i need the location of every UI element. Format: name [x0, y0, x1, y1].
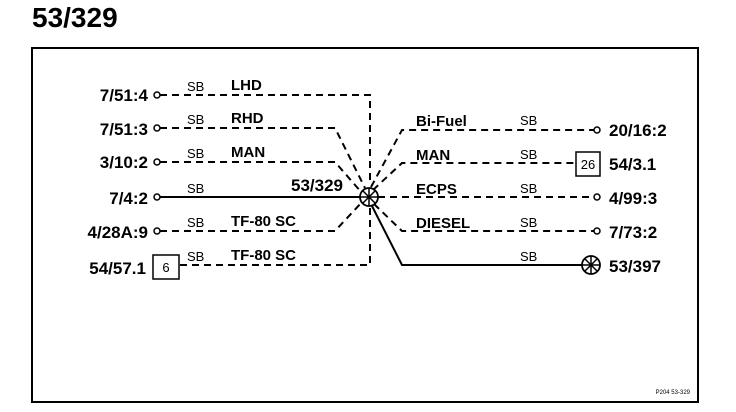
- page-title: 53/329: [32, 2, 118, 33]
- wire-code: SB: [187, 146, 204, 161]
- wire-tag: TF-80 SC: [231, 247, 296, 264]
- splice-icon: [359, 187, 379, 207]
- terminal-icon: [153, 91, 161, 99]
- connector-box-number: 6: [162, 260, 169, 275]
- wire-tag: ECPS: [416, 181, 457, 198]
- right-endpoint-label: 7/73:2: [609, 223, 657, 242]
- wire-tag: MAN: [416, 147, 450, 164]
- right-endpoint-label: 54/3.1: [609, 155, 656, 174]
- wire-code: SB: [520, 113, 537, 128]
- reference-code: P204 53-329: [656, 390, 691, 396]
- wire-line: [372, 162, 575, 191]
- wire-code: SB: [187, 79, 204, 94]
- wire-line: [160, 201, 363, 232]
- wire-tag: MAN: [231, 144, 265, 161]
- wire-code: SB: [187, 215, 204, 230]
- left-endpoint-label: 7/51:4: [100, 86, 149, 105]
- right-endpoint-label: 20/16:2: [609, 121, 667, 140]
- terminal-icon: [153, 158, 161, 166]
- wire-line: [180, 208, 371, 266]
- wire-tag: DIESEL: [416, 215, 470, 232]
- wire-code: SB: [187, 249, 204, 264]
- left-endpoint-label: 3/10:2: [100, 153, 148, 172]
- wire-tag: Bi-Fuel: [416, 113, 467, 130]
- right-endpoint-label: 4/99:3: [609, 189, 657, 208]
- wire-code: SB: [520, 215, 537, 230]
- wire-tag: LHD: [231, 77, 262, 94]
- left-endpoint-label: 54/57.1: [89, 259, 146, 278]
- wire-line: [371, 205, 582, 266]
- terminal-icon: [593, 126, 601, 134]
- center-node-label: 53/329: [291, 176, 343, 195]
- terminal-icon: [153, 227, 161, 235]
- left-endpoint-label: 7/4:2: [109, 189, 148, 208]
- wire-line: [370, 129, 594, 188]
- terminal-icon: [153, 124, 161, 132]
- wire-tag: TF-80 SC: [231, 213, 296, 230]
- wire-code: SB: [520, 147, 537, 162]
- wire-code: SB: [187, 112, 204, 127]
- connector-box: [152, 254, 180, 280]
- wire-code: SB: [520, 249, 537, 264]
- terminal-icon: [153, 193, 161, 201]
- terminal-icon: [593, 227, 601, 235]
- ground-splice-icon: [581, 255, 601, 275]
- wire-code: SB: [187, 181, 204, 196]
- right-endpoint-label: 53/397: [609, 257, 661, 276]
- diagram-frame: [31, 47, 699, 403]
- wire-code: SB: [520, 181, 537, 196]
- wire-line: [373, 203, 594, 232]
- wire-line: [160, 127, 366, 189]
- connector-box: [575, 151, 601, 177]
- wire-line: [160, 161, 363, 194]
- terminal-icon: [593, 193, 601, 201]
- left-endpoint-label: 4/28A:9: [88, 223, 148, 242]
- wire-tag: RHD: [231, 110, 264, 127]
- wire-line: [160, 94, 371, 180]
- connector-box-number: 26: [581, 157, 595, 172]
- left-endpoint-label: 7/51:3: [100, 120, 148, 139]
